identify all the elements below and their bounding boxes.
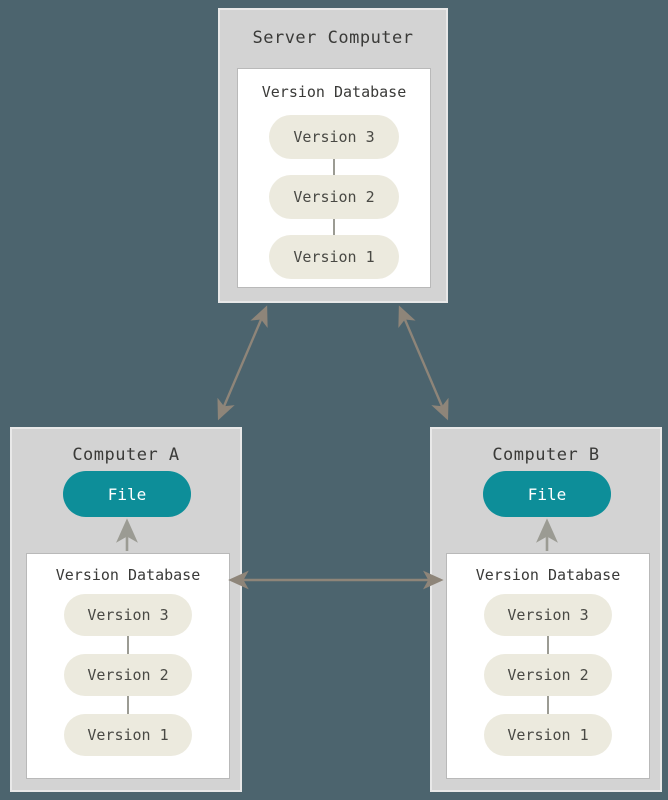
version-pill[interactable]: Version 2 [269, 175, 399, 219]
version-pill[interactable]: Version 3 [64, 594, 192, 636]
computer-b-version-database-box[interactable]: Version Database Version 3 Version 2 Ver… [446, 553, 650, 779]
server-version-database-title: Version Database [261, 83, 407, 101]
connector-server-computer-b [398, 305, 449, 421]
version-connector [547, 696, 549, 714]
version-connector [547, 636, 549, 654]
version-connector [333, 219, 335, 235]
computer-a-version-database-box[interactable]: Version Database Version 3 Version 2 Ver… [26, 553, 230, 779]
version-connector [127, 696, 129, 714]
version-pill[interactable]: Version 1 [484, 714, 612, 756]
computer-b-version-stack: Version 3 Version 2 Version 1 [447, 594, 649, 756]
version-connector [333, 159, 335, 175]
version-pill[interactable]: Version 1 [269, 235, 399, 279]
server-computer-title: Server Computer [252, 28, 414, 48]
computer-b-file-pill[interactable]: File [483, 471, 611, 517]
version-pill[interactable]: Version 2 [484, 654, 612, 696]
computer-a-title: Computer A [72, 445, 180, 465]
server-version-database-box[interactable]: Version Database Version 3 Version 2 Ver… [237, 68, 431, 288]
computer-b-title: Computer B [492, 445, 600, 465]
connector-server-computer-a [217, 305, 268, 421]
server-computer-box[interactable]: Server Computer Version Database Version… [218, 8, 448, 303]
computer-a-file-pill[interactable]: File [63, 471, 191, 517]
version-connector [127, 636, 129, 654]
computer-b-version-database-title: Version Database [475, 566, 621, 584]
computer-a-version-database-title: Version Database [55, 566, 201, 584]
computer-a-version-stack: Version 3 Version 2 Version 1 [27, 594, 229, 756]
version-pill[interactable]: Version 3 [269, 115, 399, 159]
version-pill[interactable]: Version 1 [64, 714, 192, 756]
version-pill[interactable]: Version 3 [484, 594, 612, 636]
computer-b-box[interactable]: Computer B Version Database Version 3 Ve… [430, 427, 662, 792]
server-version-stack: Version 3 Version 2 Version 1 [238, 115, 430, 279]
version-pill[interactable]: Version 2 [64, 654, 192, 696]
